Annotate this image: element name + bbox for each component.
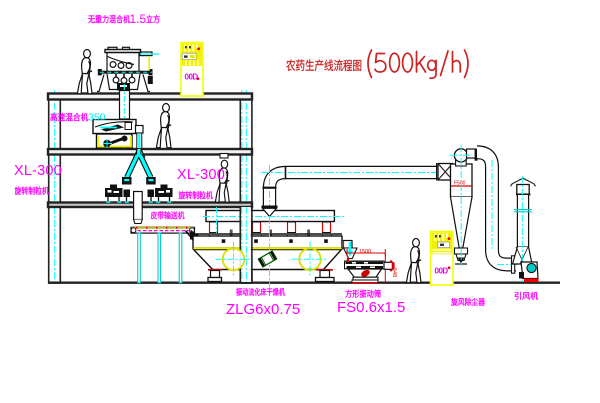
svg-text:548: 548 <box>391 268 397 277</box>
svg-text:350: 350 <box>88 112 106 124</box>
svg-text:XL-300: XL-300 <box>14 163 62 179</box>
svg-text:XL-300: XL-300 <box>177 167 225 183</box>
svg-text:1500: 1500 <box>359 249 371 255</box>
svg-text:FS0.6x1.5: FS0.6x1.5 <box>337 299 405 316</box>
svg-text:F500: F500 <box>454 181 466 187</box>
svg-text:ZLG6x0.75: ZLG6x0.75 <box>226 301 300 318</box>
svg-text:1.5: 1.5 <box>130 12 147 26</box>
svg-text:00D: 00D <box>185 73 199 82</box>
svg-text:00D: 00D <box>435 267 449 276</box>
